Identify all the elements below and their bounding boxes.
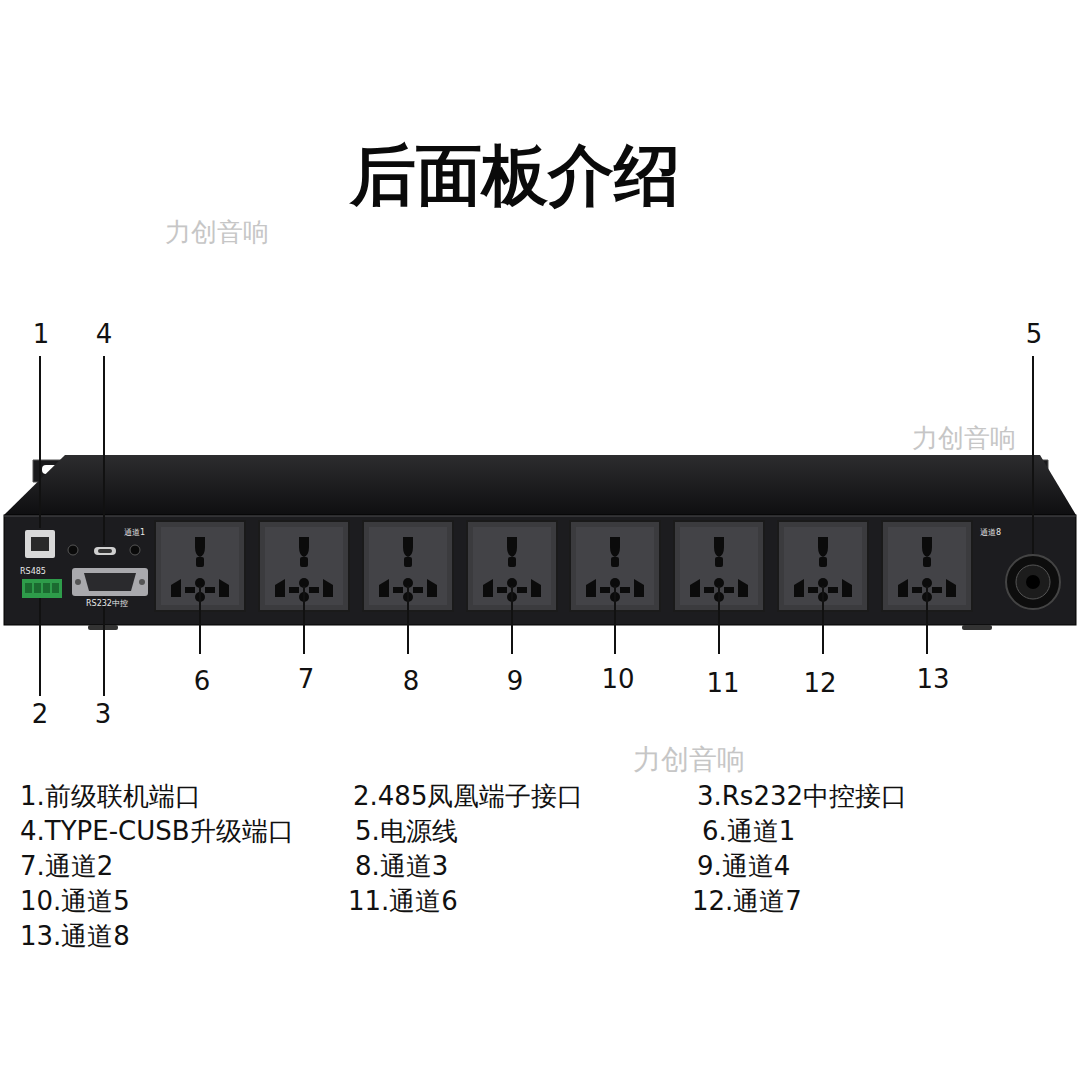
watermark: 力创音响 xyxy=(633,744,745,776)
legend-item: 5.电源线 xyxy=(355,817,458,847)
port-label: 通道1 xyxy=(124,528,145,537)
legend-item: 8.通道3 xyxy=(355,852,448,882)
callout-number: 10 xyxy=(601,665,634,695)
callout-number: 11 xyxy=(706,669,739,699)
port-label: 通道8 xyxy=(980,528,1001,537)
page-title: 后面板介绍 xyxy=(350,138,680,214)
callout-number: 12 xyxy=(803,669,836,699)
legend-item: 6.通道1 xyxy=(702,817,795,847)
callout-number: 5 xyxy=(1026,320,1043,350)
callout-number: 6 xyxy=(194,667,211,697)
legend-item: 2.485凤凰端子接口 xyxy=(353,782,583,812)
callout-number: 8 xyxy=(403,667,420,697)
legend-item: 11.通道6 xyxy=(348,887,458,917)
legend-item: 9.通道4 xyxy=(697,852,790,882)
callout-number: 3 xyxy=(95,700,112,730)
callout-number: 9 xyxy=(507,667,524,697)
callout-number: 7 xyxy=(298,665,315,695)
watermark: 力创音响 xyxy=(912,424,1016,454)
legend-item: 1.前级联机端口 xyxy=(20,782,201,812)
callout-number: 13 xyxy=(916,665,949,695)
legend-item: 13.通道8 xyxy=(20,922,130,952)
callout-number: 2 xyxy=(32,700,49,730)
legend-item: 10.通道5 xyxy=(20,887,130,917)
port-label: RS232中控 xyxy=(86,599,128,608)
port-label: RS485 xyxy=(20,567,46,576)
legend-item: 3.Rs232中控接口 xyxy=(697,782,907,812)
legend-item: 7.通道2 xyxy=(20,852,113,882)
watermark: 力创音响 xyxy=(165,218,269,248)
legend-item: 4.TYPE-CUSB升级端口 xyxy=(20,817,294,847)
callout-number: 1 xyxy=(33,320,50,350)
legend-item: 12.通道7 xyxy=(692,887,802,917)
callout-number: 4 xyxy=(96,320,113,350)
